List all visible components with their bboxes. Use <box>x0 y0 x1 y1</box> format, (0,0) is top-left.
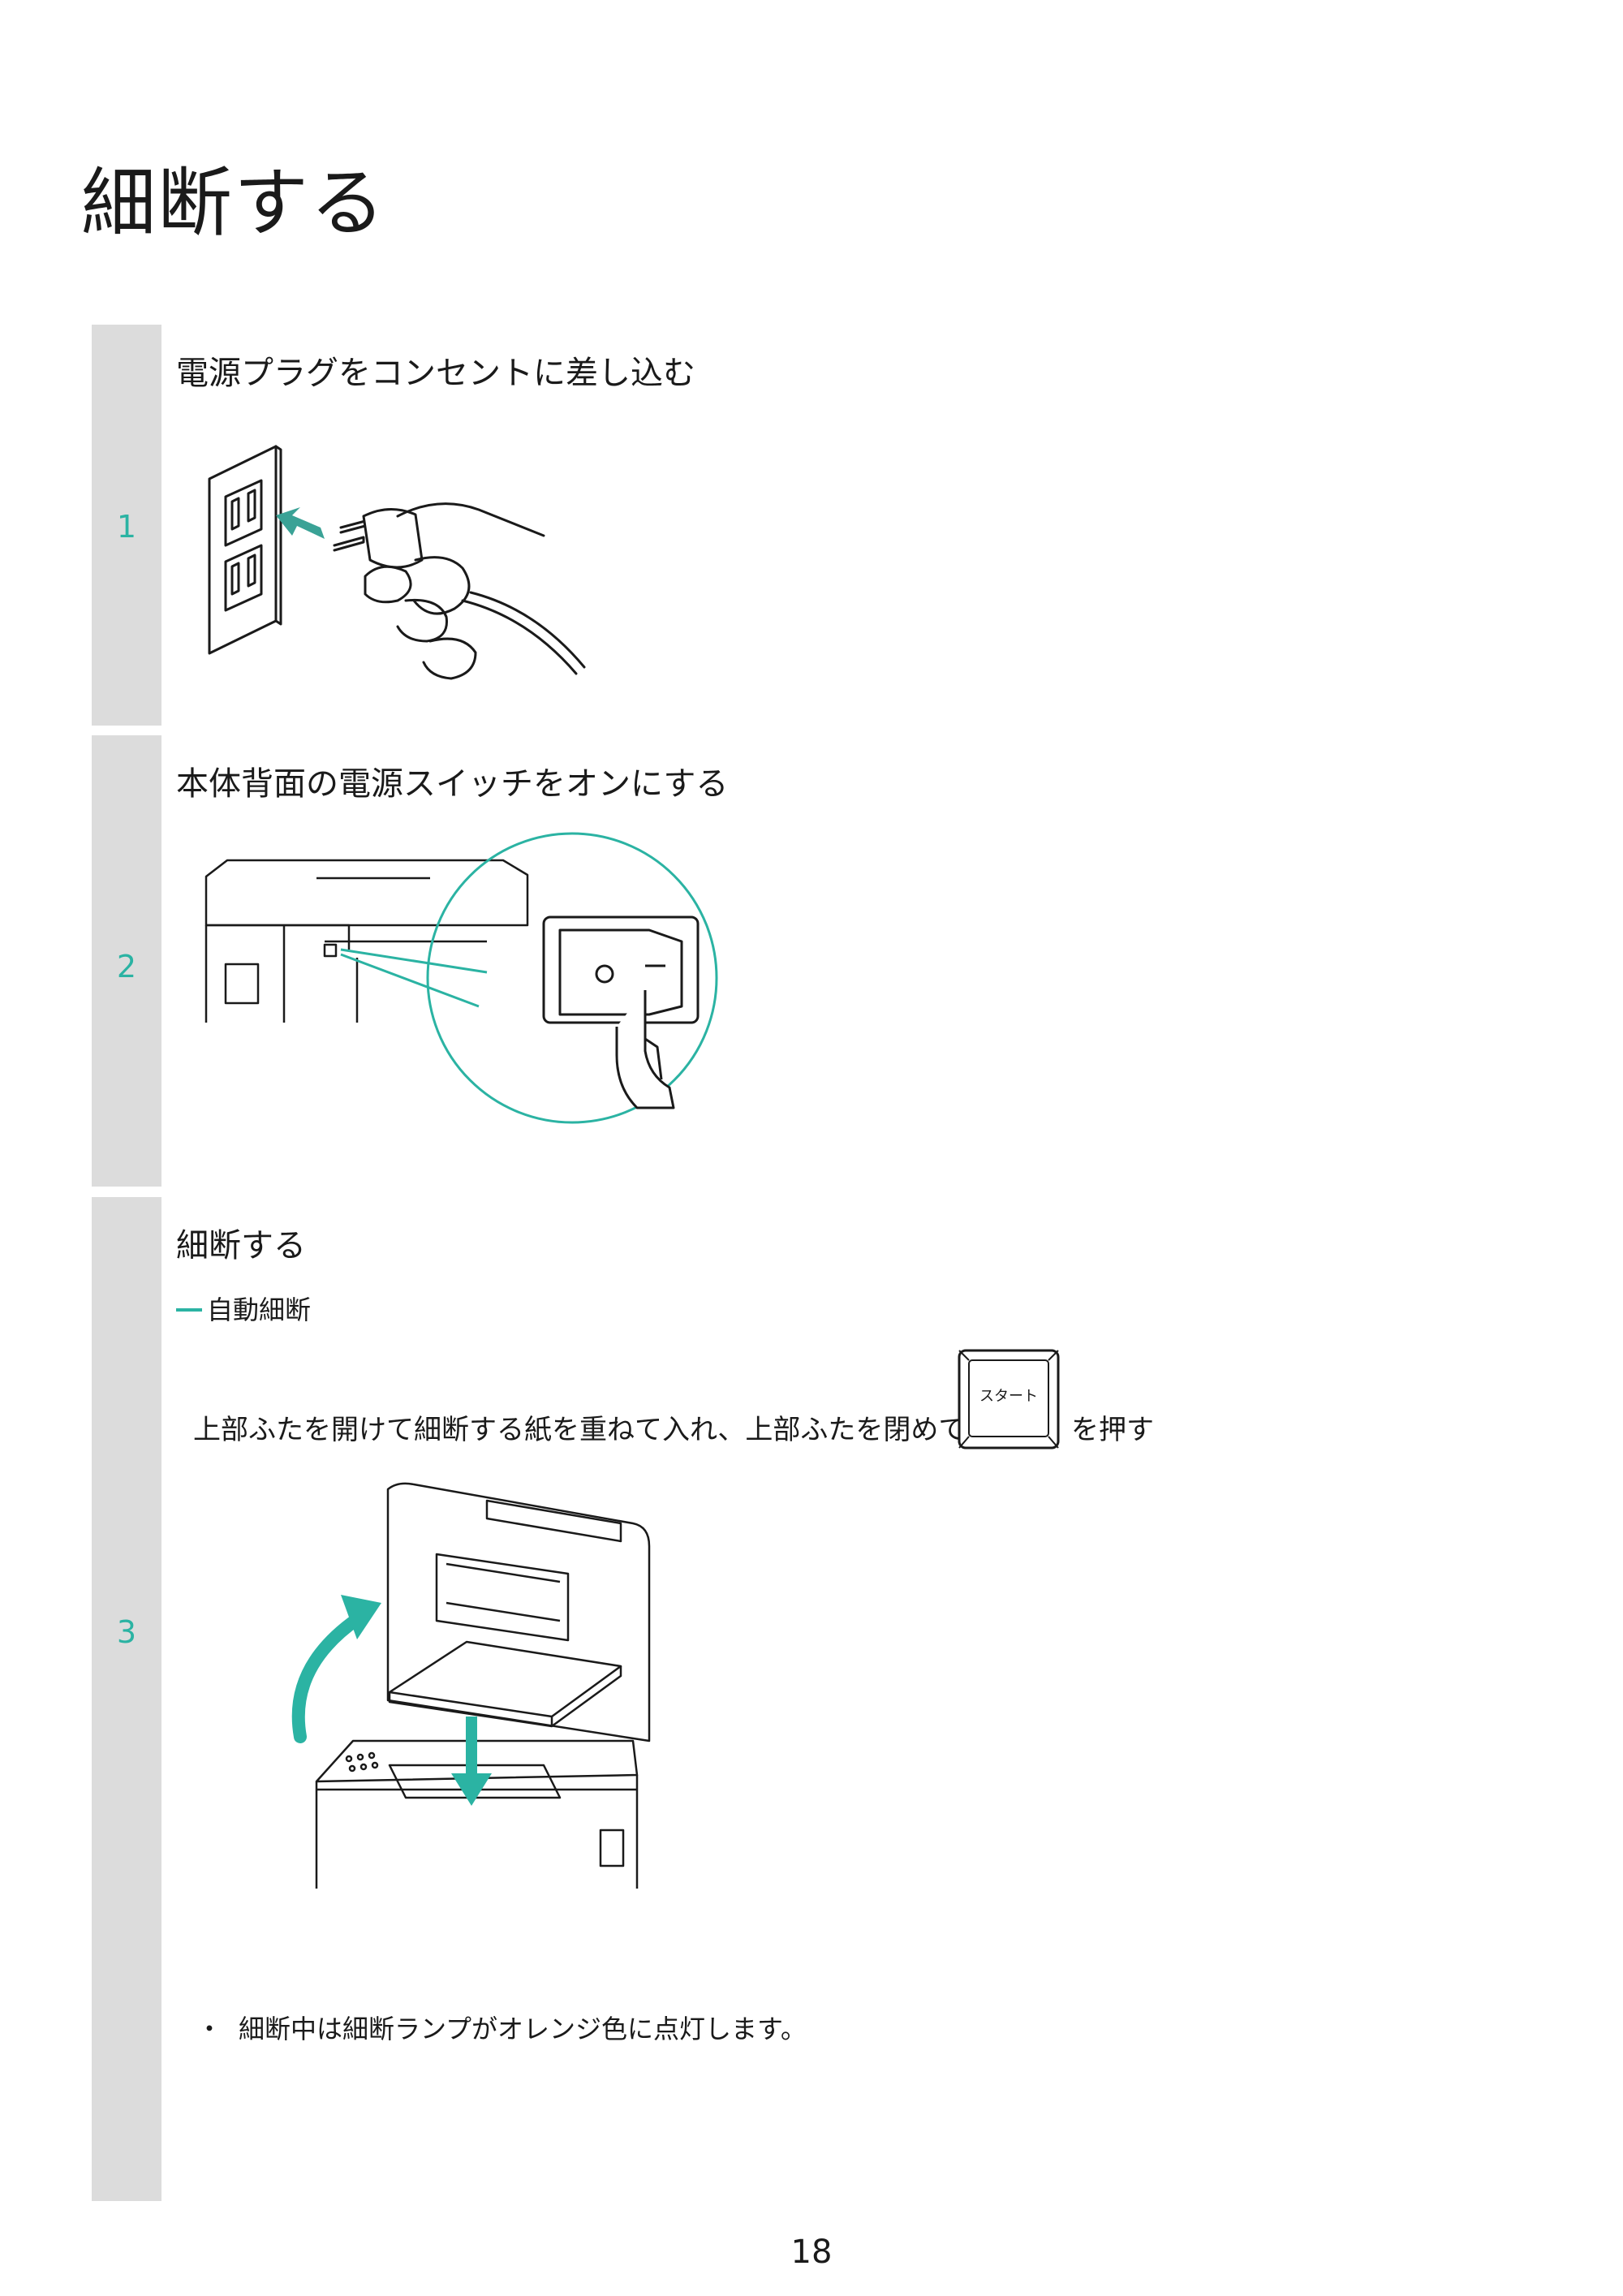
step-bar-3 <box>92 1197 161 2201</box>
sub-heading-text: 自動細断 <box>207 1294 312 1325</box>
step-heading-3: 細断する <box>176 1227 306 1264</box>
shredder-open-lid-illustration <box>291 1482 651 1889</box>
step-heading-1: 電源プラグをコンセントに差し込む <box>176 355 695 392</box>
instruction-after: を押す <box>1071 1414 1154 1446</box>
step-heading-2: 本体背面の電源スイッチをオンにする <box>176 765 729 803</box>
note: ・細断中は細断ランプがオレンジ色に点灯します。 <box>196 2016 807 2042</box>
power-switch-illustration <box>204 832 718 1124</box>
step-number-2: 2 <box>116 949 137 984</box>
outlet-plug-illustration <box>208 445 586 680</box>
start-key-label: スタート <box>979 1388 1038 1405</box>
sub-heading: 自動細断 <box>176 1297 311 1323</box>
note-text: 細断中は細断ランプがオレンジ色に点灯します。 <box>239 2014 807 2044</box>
step-bar-1 <box>92 325 161 726</box>
step-bar-2 <box>92 735 161 1187</box>
instruction-before: 上部ふたを開けて細断する紙を重ねて入れ、上部ふたを閉めて <box>193 1414 966 1446</box>
page-number: 18 <box>790 2234 833 2271</box>
accent-dash <box>176 1308 202 1312</box>
step-number-1: 1 <box>116 509 137 545</box>
step-number-3: 3 <box>116 1614 137 1650</box>
page-title: 細断する <box>81 160 387 247</box>
start-key-icon <box>958 1349 1060 1450</box>
note-bullet: ・ <box>196 2014 223 2044</box>
